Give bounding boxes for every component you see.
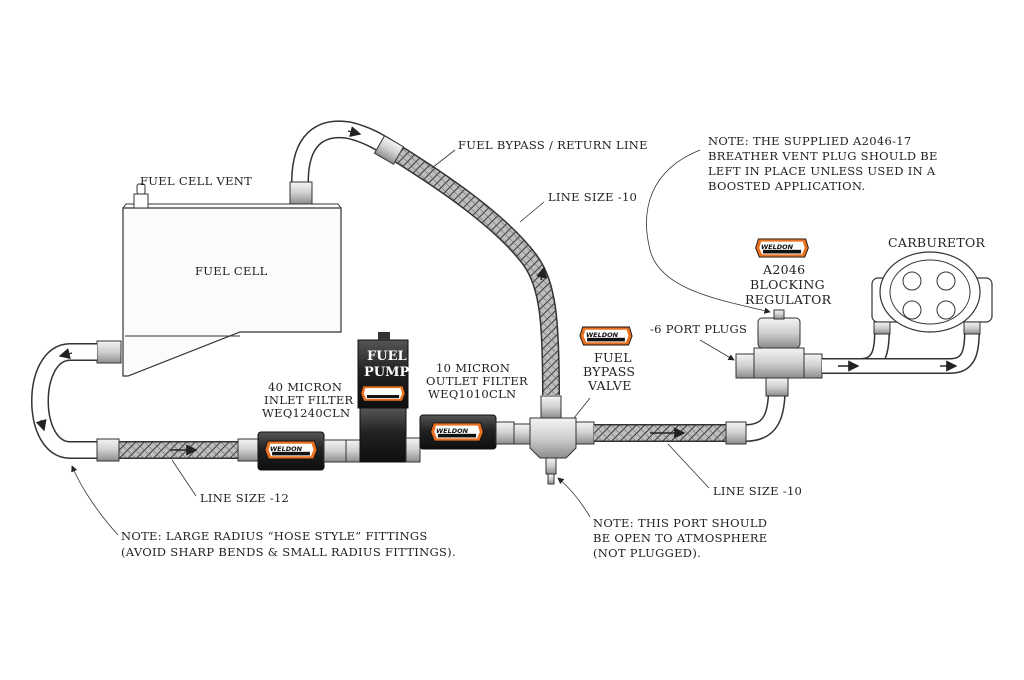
leader-arrow xyxy=(646,149,771,314)
flow-arrow xyxy=(58,348,73,360)
bypass-valve-line-3: VALVE xyxy=(587,378,632,393)
fuel-cell-vent-label: FUEL CELL VENT xyxy=(140,174,252,188)
left-loop-hose xyxy=(31,343,261,462)
regulator-label: A2046 BLOCKING REGULATOR xyxy=(745,262,832,307)
fuel-pump-line-1: FUEL xyxy=(367,349,407,364)
fittings-note: NOTE: LARGE RADIUS “HOSE STYLE” FITTINGS… xyxy=(121,529,456,559)
fuel-pump-line-2: PUMP xyxy=(364,365,410,380)
logo-brand: WELDON xyxy=(270,445,303,453)
inlet-filter-line-3: WEQ1240CLN xyxy=(262,406,350,420)
fuel-cell-label: FUEL CELL xyxy=(195,264,268,278)
leader-line xyxy=(573,397,591,419)
bypass-valve-line-1: FUEL xyxy=(594,350,632,365)
port-note-line-3: (NOT PLUGGED). xyxy=(593,546,701,560)
outlet-filter: WELDON xyxy=(419,414,515,450)
fuel-cell-vent-icon xyxy=(133,183,149,209)
regulator-line-3: REGULATOR xyxy=(745,292,832,307)
fuel-cell xyxy=(96,183,342,377)
flow-arrow xyxy=(35,419,47,432)
flow-arrow xyxy=(347,126,362,138)
bypass-valve-label: FUEL BYPASS VALVE xyxy=(583,350,635,393)
blocking-regulator: WELDON xyxy=(735,238,823,397)
inlet-filter-label: 40 MICRON INLET FILTER WEQ1240CLN xyxy=(262,380,354,420)
breather-note-line-4: BOOSTED APPLICATION. xyxy=(708,179,865,193)
leader-line xyxy=(519,201,545,223)
breather-note-line-1: NOTE: THE SUPPLIED A2046-17 xyxy=(708,134,912,148)
outlet-filter-label: 10 MICRON OUTLET FILTER WEQ1010CLN xyxy=(426,361,528,401)
outlet-filter-line-2: OUTLET FILTER xyxy=(426,374,528,388)
breather-note-line-3: LEFT IN PLACE UNLESS USED IN A xyxy=(708,164,936,178)
leader-arrow xyxy=(71,465,119,536)
line-size-top-label: LINE SIZE -10 xyxy=(548,190,637,204)
port-note-line-1: NOTE: THIS PORT SHOULD xyxy=(593,516,767,530)
inlet-filter-line-1: 40 MICRON xyxy=(268,380,342,394)
fittings-note-line-1: NOTE: LARGE RADIUS “HOSE STYLE” FITTINGS xyxy=(121,529,428,543)
fittings-note-line-2: (AVOID SHARP BENDS & SMALL RADIUS FITTIN… xyxy=(121,545,456,559)
leader-line xyxy=(667,443,710,489)
regulator-line-1: A2046 xyxy=(762,262,805,277)
carburetor-label: CARBURETOR xyxy=(888,235,986,250)
line-size-left-label: LINE SIZE -12 xyxy=(200,491,289,505)
logo-brand: WELDON xyxy=(586,331,619,339)
logo-brand: WELDON xyxy=(761,243,794,251)
cell-outlet-fitting xyxy=(96,340,122,364)
carb-feed-hose xyxy=(822,329,980,374)
inlet-filter: WELDON xyxy=(257,431,347,471)
breather-note: NOTE: THE SUPPLIED A2046-17 BREATHER VEN… xyxy=(708,134,938,193)
carburetor xyxy=(871,251,993,335)
bypass-valve: WELDON xyxy=(513,326,633,485)
leader-arrow xyxy=(699,339,735,361)
weldon-logo-icon xyxy=(360,385,406,402)
regulator-line-2: BLOCKING xyxy=(750,277,825,292)
fuel-pump: FUEL PUMP xyxy=(345,332,421,463)
leader-line xyxy=(171,459,197,497)
return-line-hose xyxy=(289,120,560,396)
leader-arrow xyxy=(557,477,591,518)
outlet-filter-line-1: 10 MICRON xyxy=(436,361,510,375)
inlet-filter-line-2: INLET FILTER xyxy=(264,393,354,407)
flow-arrow xyxy=(536,266,548,281)
port-note: NOTE: THIS PORT SHOULD BE OPEN TO ATMOSP… xyxy=(593,516,767,560)
bypass-return-line-label: FUEL BYPASS / RETURN LINE xyxy=(458,138,648,152)
outlet-filter-line-3: WEQ1010CLN xyxy=(428,387,516,401)
logo-brand: WELDON xyxy=(436,427,469,435)
line-size-right-label: LINE SIZE -10 xyxy=(713,484,802,498)
leader-line xyxy=(431,149,456,169)
port-plugs-label: -6 PORT PLUGS xyxy=(650,322,747,336)
port-note-line-2: BE OPEN TO ATMOSPHERE xyxy=(593,531,767,545)
breather-note-line-2: BREATHER VENT PLUG SHOULD BE xyxy=(708,149,938,163)
bypass-valve-line-2: BYPASS xyxy=(583,364,635,379)
